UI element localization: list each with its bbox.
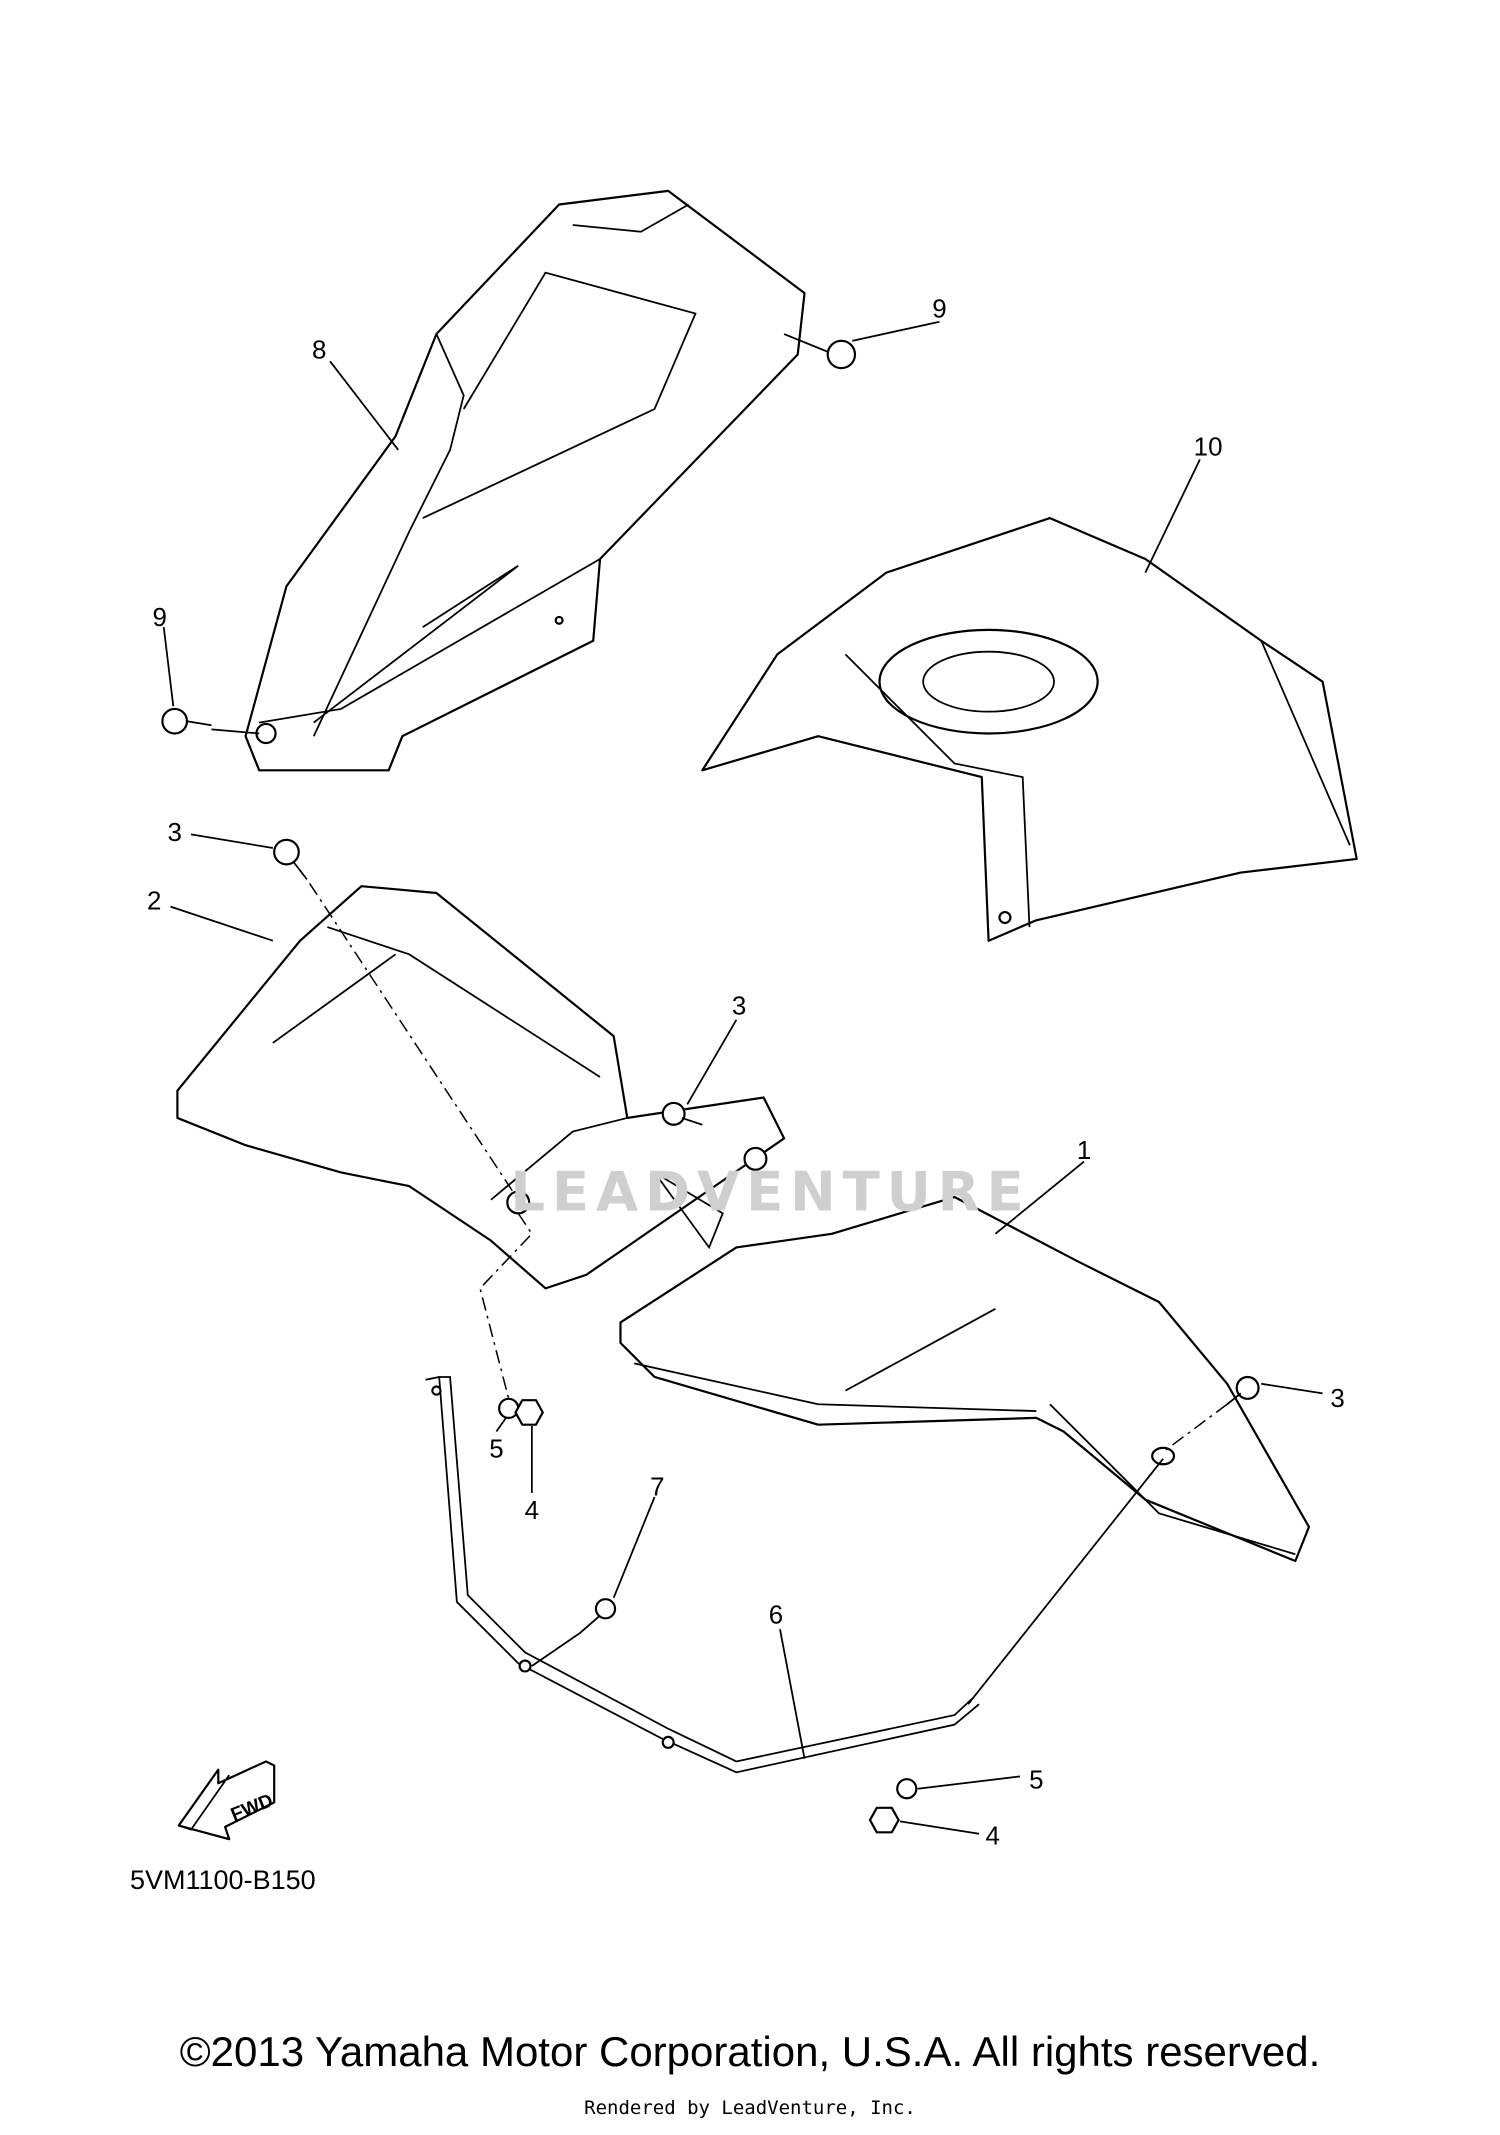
callout-9: 9 (152, 604, 166, 632)
callout-8: 8 (312, 337, 326, 365)
callout-10: 10 (1194, 433, 1223, 461)
callout-5: 5 (1029, 1767, 1043, 1795)
callout-labels: 8 9 10 9 3 2 3 1 3 5 4 7 6 5 4 (147, 296, 1345, 1851)
part-8-front-cowl (244, 189, 806, 772)
part-6-stay (425, 1375, 980, 1774)
callout-4: 4 (525, 1497, 539, 1525)
leader-lines (162, 320, 1323, 1835)
part-1-right-fender (619, 1195, 1311, 1563)
callout-9: 9 (932, 296, 946, 324)
callout-5: 5 (489, 1435, 503, 1463)
diagram-code: 5VM1100-B150 (130, 1865, 316, 1895)
callout-7: 7 (650, 1474, 664, 1502)
callout-6: 6 (769, 1602, 783, 1630)
screw-9b-icon (161, 707, 189, 735)
callout-3: 3 (1330, 1385, 1344, 1413)
callout-4: 4 (985, 1823, 999, 1851)
copyright-footer: ©2013 Yamaha Motor Corporation, U.S.A. A… (179, 2028, 1321, 2075)
part-2-left-fender (176, 885, 786, 1290)
callout-1: 1 (1077, 1137, 1091, 1165)
fwd-arrow-icon: FWD (177, 1760, 276, 1841)
watermark: LEADVENTURE (510, 1160, 1030, 1224)
screw-9a-icon (826, 339, 857, 370)
fasteners (161, 333, 1260, 1834)
part-10-tank-cover (701, 516, 1358, 942)
callout-2: 2 (147, 887, 161, 915)
callout-3: 3 (167, 819, 181, 847)
rendered-by-credit: Rendered by LeadVenture, Inc. (584, 2097, 916, 2119)
callout-3: 3 (732, 992, 746, 1020)
